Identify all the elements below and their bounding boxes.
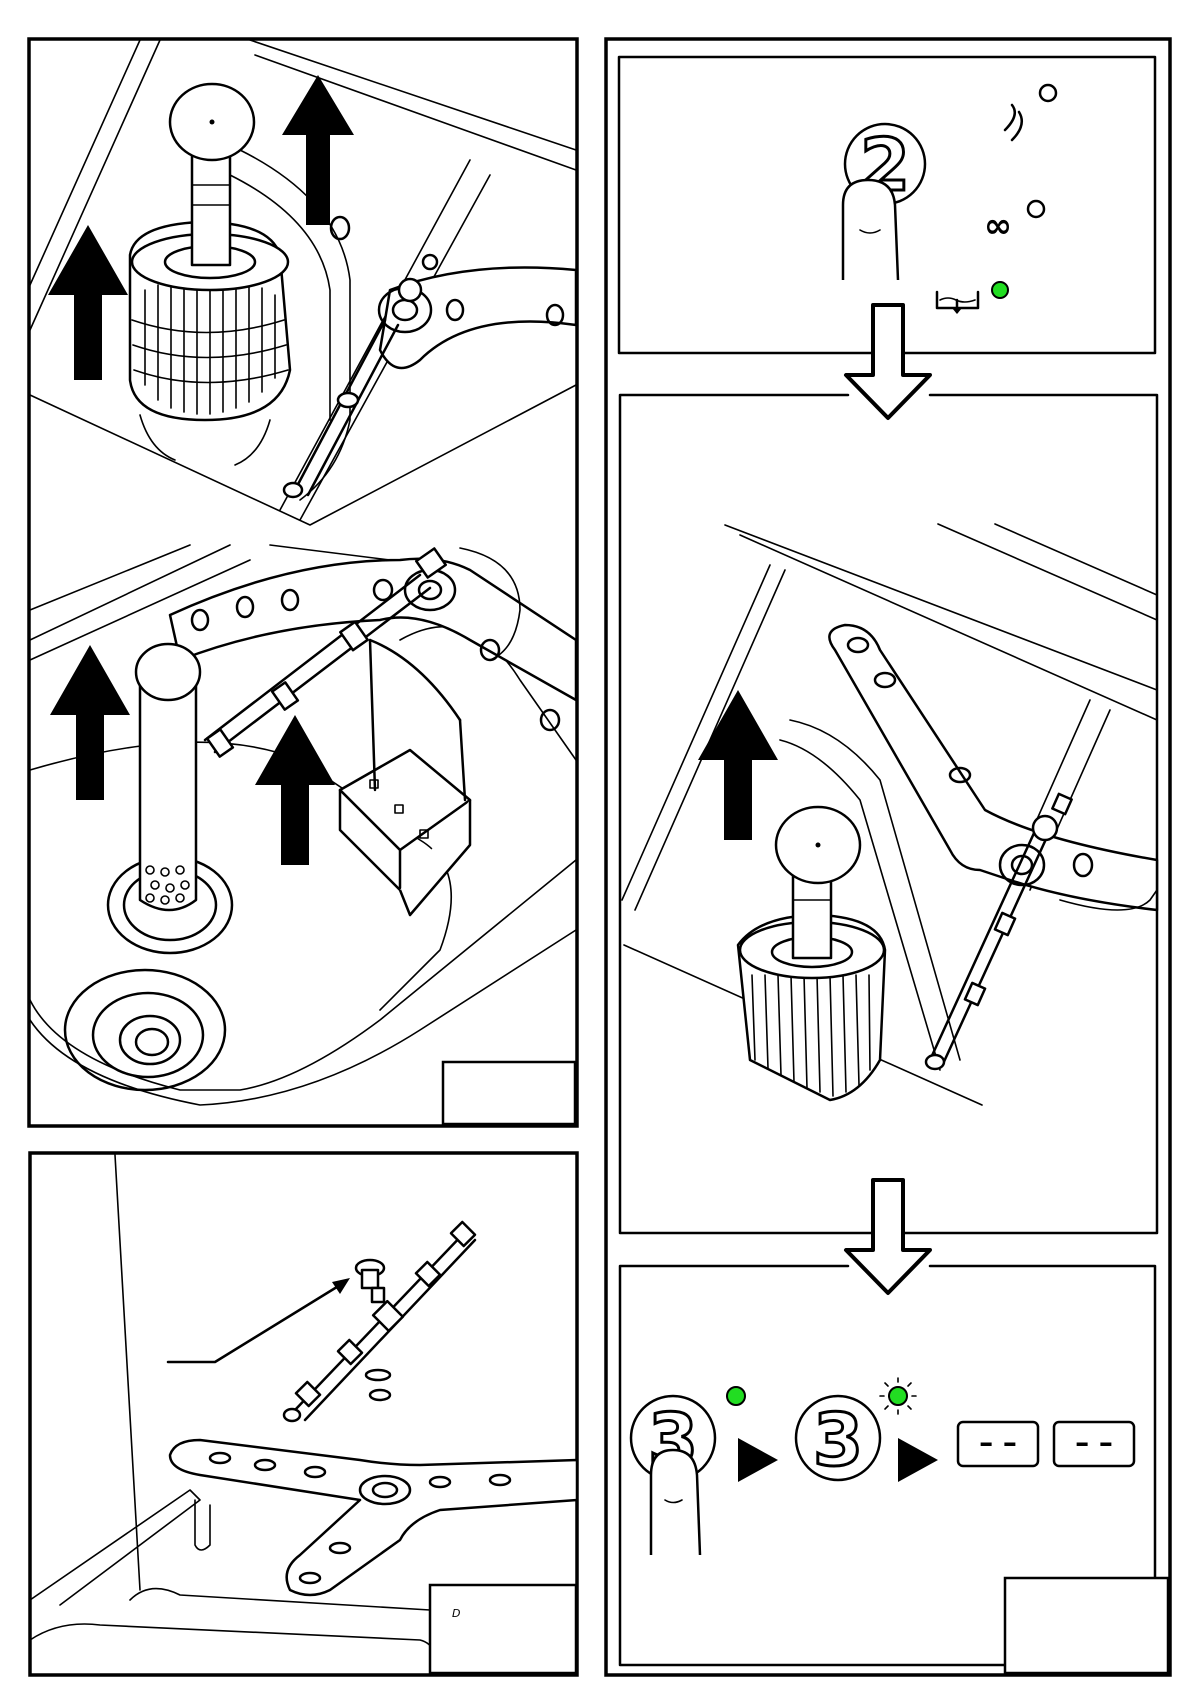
display-right: – – [1054, 1422, 1134, 1466]
next-step-icon [898, 1438, 938, 1482]
next-step-icon [738, 1438, 778, 1482]
lift-arrow-top-2 [48, 225, 128, 380]
indicator-led-on [727, 1387, 745, 1405]
cylindrical-filter [130, 84, 290, 465]
indicator-led-1 [1040, 85, 1056, 101]
lift-arrow-top-1 [282, 75, 354, 225]
wave-icon [1005, 105, 1022, 140]
filter-install-box [620, 395, 1157, 1233]
indicator-led-2 [1028, 201, 1044, 217]
spray-arm-parts-panel: D [30, 1153, 577, 1675]
lift-arrow-bottom-2 [255, 715, 335, 865]
program-button-3-active: 3 [796, 1396, 880, 1482]
button-number: 3 [813, 1398, 863, 1482]
infinity-icon: ∞ [984, 206, 1012, 246]
control-sequence-panel: 2 ∞ [606, 39, 1170, 1675]
lift-arrow-bottom-1 [50, 645, 130, 800]
corner-mark: D [452, 1607, 460, 1620]
display-left: – – [958, 1422, 1038, 1466]
water-level-icon [937, 292, 978, 314]
overflow-pipe [108, 644, 232, 953]
filter-removal-panel [29, 39, 577, 1126]
finger-icon [843, 180, 898, 280]
insert-arrow [698, 690, 778, 840]
step-b-box: 3 3 [620, 1266, 1168, 1673]
finger-icon [651, 1450, 700, 1555]
down-arrow-1 [846, 305, 930, 418]
label-box [1005, 1578, 1168, 1673]
filter-scene-bottom [30, 545, 576, 1105]
filter-bracket [340, 640, 470, 915]
lower-spray-arm [170, 1440, 577, 1595]
label-box [430, 1585, 576, 1673]
filter-scene-top [30, 40, 576, 525]
drain [65, 970, 225, 1090]
display-readout: – – [1075, 1426, 1113, 1459]
display-readout: – – [979, 1426, 1017, 1459]
down-arrow-2 [846, 1180, 930, 1293]
indicator-led-3 [992, 282, 1008, 298]
exploded-spray-tube [284, 1222, 475, 1421]
filter-assembly [738, 807, 885, 1100]
blinking-led-icon [880, 1378, 916, 1414]
label-box [443, 1062, 575, 1124]
